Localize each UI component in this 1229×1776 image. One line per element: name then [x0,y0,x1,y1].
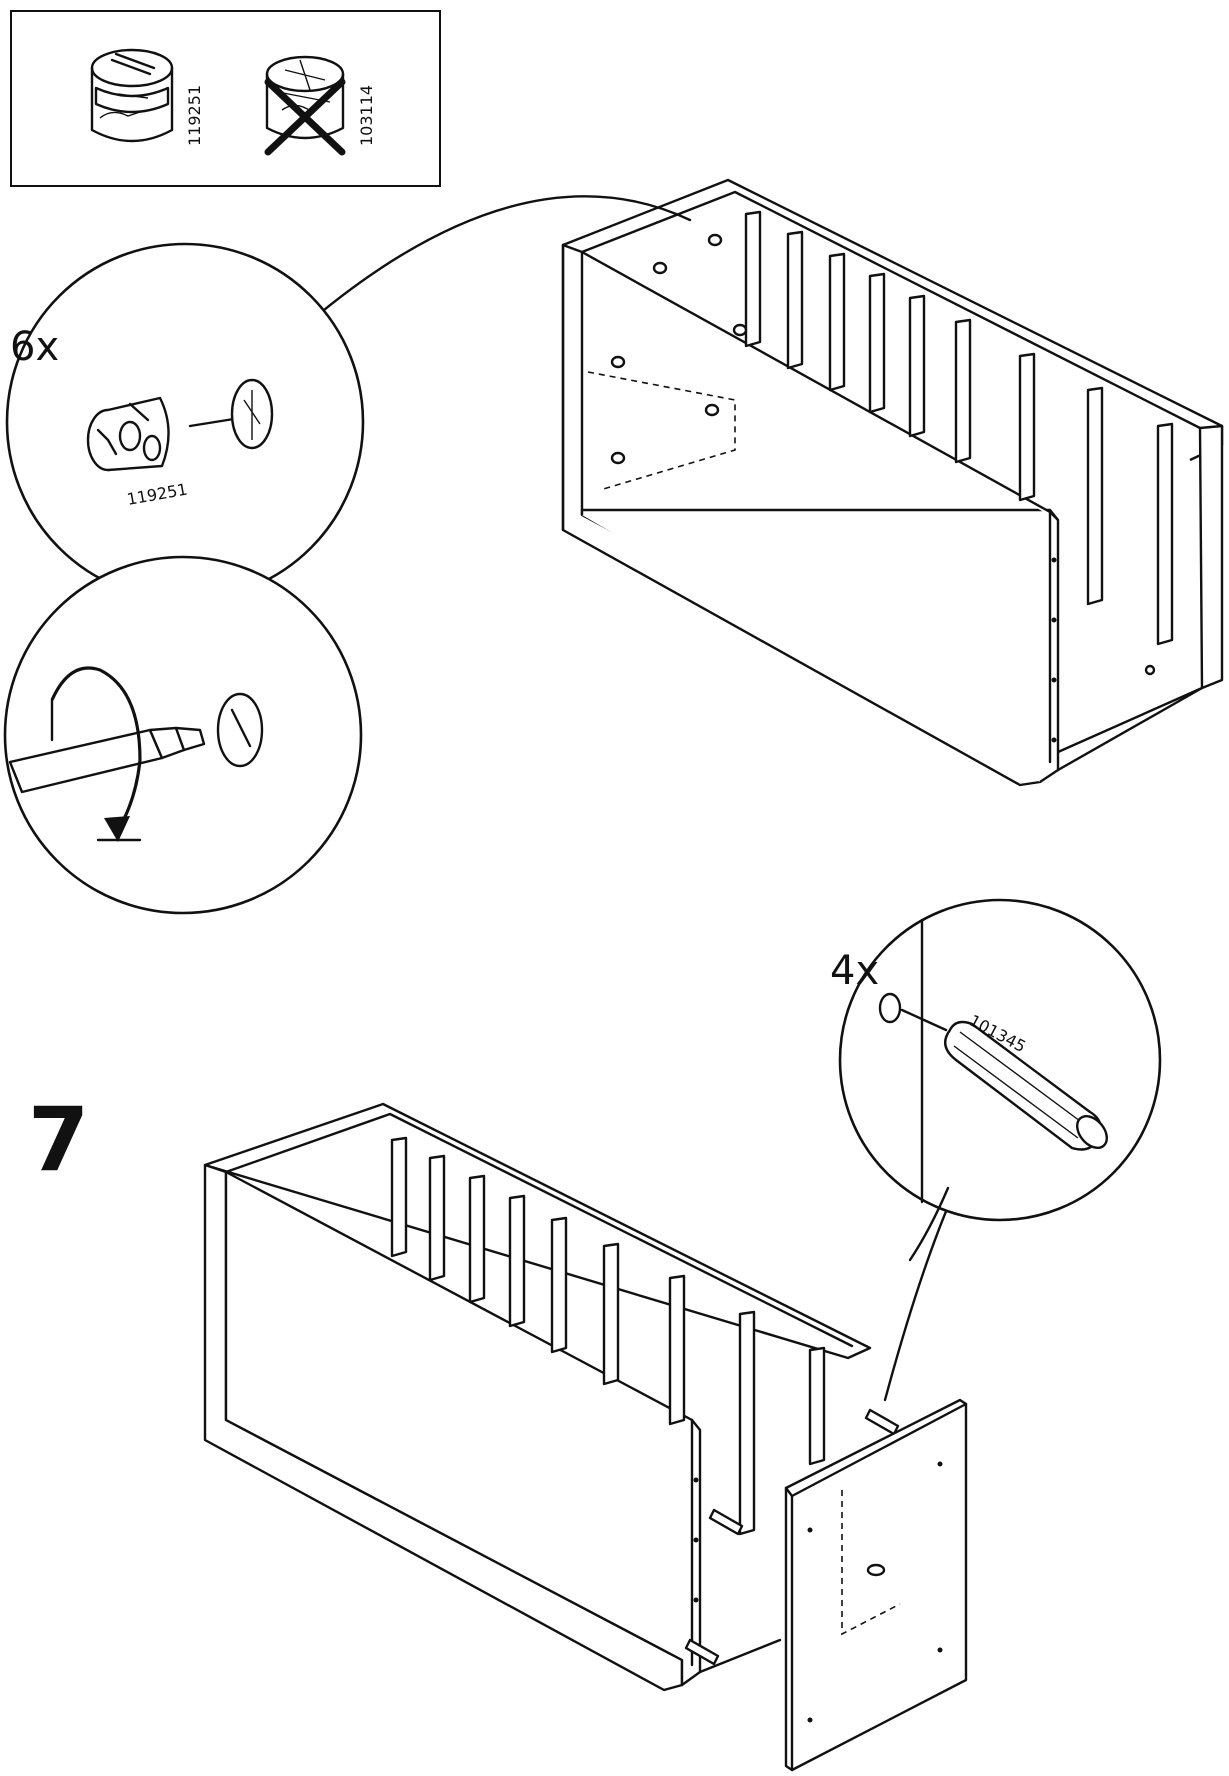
end-panel [784,1398,968,1772]
cabinet-assembly-step7 [203,1102,968,1772]
screwdriver-icon [8,726,206,794]
dowel-icons [684,1408,900,1666]
cam-slot-icon [216,692,264,768]
cross-out-icon [264,78,346,156]
cam-hole-icon [230,378,274,450]
cam-lock-icon [86,396,170,472]
dowel-quantity-label: 4x [830,948,879,994]
legend-correct-part-number: 119251 [185,85,204,146]
dowel-insert-detail: 4x 101345 [830,898,1162,1262]
parts-legend-box: 119251 103114 [10,10,441,187]
shelf-pin-strips-step7 [390,1136,826,1536]
insert-line [900,1008,948,1032]
dowel-icon [944,1020,1108,1151]
cam-lock-correct-icon [90,48,174,143]
dowel-leader-line [883,1188,957,1402]
cam-quantity-label: 6x [10,324,59,370]
rotation-arrow-icon [50,666,142,842]
legend-wrong-part-number: 103114 [357,85,376,146]
cam-screw-icons [610,233,748,465]
edge-holes [1051,557,1156,743]
step-number: 7 [28,1088,89,1191]
screwdriver-turn-detail [3,555,363,915]
dowel-hole-icon [878,992,902,1024]
shelf-pin-strips [744,210,1174,646]
detail-leader-line [298,195,692,332]
cam-lock-insert-detail: 6x 119251 [5,242,365,602]
cabinet-assembly-step6 [298,178,1224,787]
